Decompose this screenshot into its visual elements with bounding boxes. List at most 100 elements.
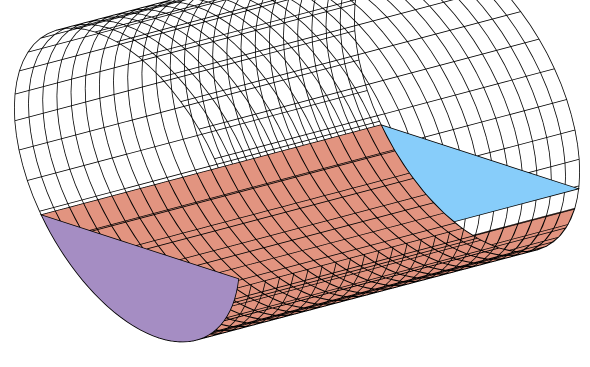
wire-ring-segment — [390, 94, 400, 111]
wire-axial-line — [14, 30, 355, 122]
wire-ring-segment — [131, 12, 142, 15]
wire-ring-segment — [240, 47, 242, 61]
wire-ring-segment — [339, 7, 342, 21]
wire-ring-segment — [564, 162, 566, 177]
wire-ring-segment — [496, 250, 504, 257]
wire-ring-segment — [413, 270, 425, 274]
wire-ring-segment — [284, 267, 297, 277]
wire-ring-segment — [298, 302, 306, 310]
wire-ring-segment — [36, 161, 42, 177]
wire-ring-segment — [245, 89, 250, 106]
wire-ring-segment — [370, 189, 382, 203]
wire-ring-segment — [151, 16, 163, 22]
wire-ring-segment — [242, 278, 255, 288]
wire-ring-segment — [305, 117, 315, 133]
wire-ring-segment — [240, 18, 253, 28]
wire-ring-segment — [28, 103, 30, 118]
wire-ring-segment — [444, 47, 455, 62]
wire-ring-segment — [314, 296, 326, 300]
wire-ring-segment — [381, 267, 387, 277]
wire-ring-segment — [452, 265, 463, 268]
wire-ring-segment — [395, 263, 402, 274]
wire-ring-segment — [72, 55, 77, 68]
wire-axial-line — [214, 68, 555, 160]
wire-ring-segment — [249, 0, 259, 5]
wire-ring-segment — [401, 224, 413, 235]
wire-ring-segment — [229, 318, 241, 323]
wire-ring-segment — [257, 219, 268, 233]
wire-ring-segment — [267, 116, 275, 133]
wire-ring-segment — [291, 0, 298, 5]
wire-ring-segment — [226, 325, 237, 328]
wire-ring-segment — [132, 11, 140, 19]
wire-ring-segment — [271, 215, 282, 229]
wire-ring-segment — [299, 208, 311, 222]
wire-ring-segment — [191, 55, 204, 67]
wire-axial-line — [116, 0, 277, 43]
wire-ring-segment — [297, 6, 301, 20]
wire-ring-segment — [55, 36, 63, 45]
wire-ring-segment — [379, 121, 388, 137]
wire-ring-segment — [127, 77, 129, 91]
wire-ring-segment — [354, 87, 364, 103]
wire-ring-segment — [376, 98, 385, 114]
wire-ring-segment — [180, 101, 191, 116]
wire-ring-segment — [103, 177, 111, 193]
wire-ring-segment — [290, 194, 301, 209]
wire-ring-segment — [177, 58, 189, 70]
wire-ring-segment — [386, 0, 391, 4]
wire-ring-segment — [366, 90, 374, 107]
wire-ring-segment — [419, 121, 426, 138]
wire-ring-segment — [324, 101, 331, 118]
wire-ring-segment — [425, 21, 437, 35]
wire-ring-segment — [16, 70, 20, 83]
wire-ring-segment — [496, 2, 507, 16]
wire-ring-segment — [368, 0, 377, 7]
wire-ring-segment — [273, 82, 279, 98]
wire-ring-segment — [565, 218, 572, 229]
wire-ring-segment — [542, 122, 548, 138]
wire-ring-segment — [157, 97, 162, 113]
wire-ring-segment — [241, 21, 244, 35]
wire-ring-segment — [294, 15, 306, 26]
wire-ring-segment — [70, 79, 72, 93]
wire-ring-segment — [531, 245, 540, 251]
wire-ring-segment — [494, 237, 501, 247]
wire-ring-segment — [397, 276, 405, 284]
wire-ring-segment — [28, 117, 31, 132]
wire-ring-segment — [269, 14, 273, 27]
wire-ring-segment — [313, 260, 325, 270]
wire-ring-segment — [143, 37, 148, 49]
wire-ring-segment — [287, 43, 299, 56]
wire-ring-segment — [459, 43, 469, 59]
wire-ring-segment — [358, 109, 366, 126]
wire-ring-segment — [254, 317, 265, 320]
wire-ring-segment — [22, 165, 28, 181]
wire-ring-segment — [56, 82, 58, 96]
wire-ring-segment — [220, 47, 232, 59]
wire-ring-segment — [206, 116, 212, 132]
wire-ring-segment — [156, 83, 159, 98]
wire-ring-segment — [540, 72, 548, 88]
wire-ring-segment — [524, 42, 534, 58]
wire-ring-segment — [475, 224, 479, 236]
wire-ring-segment — [272, 307, 283, 312]
wire-ring-segment — [255, 313, 264, 321]
wire-ring-segment — [373, 231, 385, 243]
wire-ring-segment — [186, 25, 190, 38]
wire-ring-segment — [239, 290, 251, 299]
wire-ring-segment — [374, 65, 384, 81]
wire-ring-segment — [44, 63, 49, 75]
wire-ring-segment — [428, 266, 439, 270]
wire-ring-segment — [412, 233, 425, 243]
wire-ring-segment — [19, 60, 24, 72]
wire-ring-segment — [269, 10, 281, 20]
wire-ring-segment — [283, 10, 287, 23]
wire-ring-segment — [554, 68, 562, 85]
wire-ring-segment — [503, 148, 508, 164]
wire-ring-segment — [207, 3, 213, 13]
wire-ring-segment — [327, 52, 332, 68]
wire-ring-segment — [352, 161, 362, 177]
wire-ring-segment — [523, 110, 530, 127]
wire-ring-segment — [212, 29, 216, 42]
